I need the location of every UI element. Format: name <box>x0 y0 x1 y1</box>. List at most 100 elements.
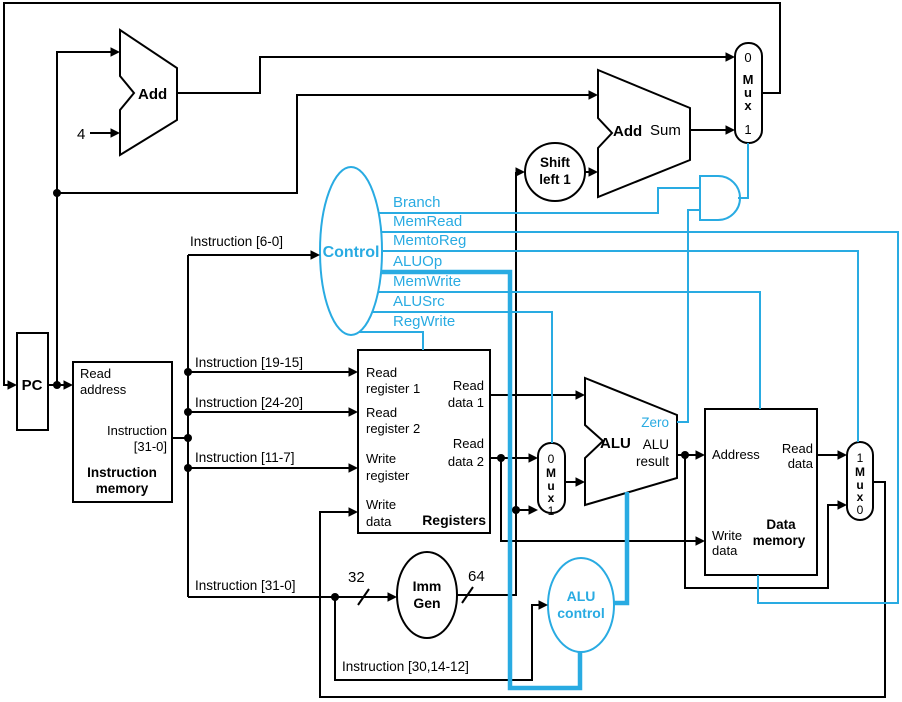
dmem-write-data: Write <box>712 528 742 543</box>
arrowhead <box>528 505 538 515</box>
signal-memread: MemRead <box>393 213 462 230</box>
signal-memtoreg: MemtoReg <box>393 232 466 249</box>
pc-mux-m: M <box>743 72 754 87</box>
arrowhead <box>348 507 358 517</box>
reg-rd1: data 1 <box>448 395 484 410</box>
reg-wd: data <box>366 514 392 529</box>
dmem-title: memory <box>753 533 806 548</box>
regwrite-wire <box>359 331 424 350</box>
field-31-0: Instruction [31-0] <box>195 578 296 593</box>
bus-width-slash-64 <box>461 586 474 604</box>
field-30-14-12: Instruction [30,14-12] <box>342 659 469 674</box>
dmem-read-data: data <box>788 456 814 471</box>
reg-rr1: Read <box>366 365 397 380</box>
branch-wire <box>378 187 700 214</box>
width-32: 32 <box>348 569 365 586</box>
wires-black <box>3 2 886 698</box>
signal-aluop: ALUOp <box>393 253 442 270</box>
arrowhead <box>110 128 120 138</box>
const4-label: 4 <box>77 126 85 143</box>
signal-memwrite: MemWrite <box>393 273 461 290</box>
imem-output: [31-0] <box>134 439 167 454</box>
alu-mux-m: M <box>546 466 556 480</box>
pc-label: PC <box>22 377 43 394</box>
reg-rr1: register 1 <box>366 381 420 396</box>
wb-mux-0: 0 <box>857 503 864 517</box>
alu-mux-u: u <box>547 479 554 493</box>
arrowhead <box>575 390 585 400</box>
shift-left-label: left 1 <box>539 172 571 187</box>
zero-wire <box>677 209 700 423</box>
memtoreg-wire <box>382 250 859 442</box>
alu-control-label: control <box>557 605 604 621</box>
arrowhead <box>837 450 847 460</box>
arrowhead <box>310 250 320 260</box>
registers-title: Registers <box>422 512 486 528</box>
pc-mux-u: u <box>744 85 752 100</box>
arrowhead <box>837 500 847 510</box>
arrowhead <box>528 453 538 463</box>
alu-mux-1: 1 <box>548 504 555 518</box>
and-gate <box>699 175 741 221</box>
arrowhead <box>725 52 735 62</box>
signal-branch: Branch <box>393 194 441 211</box>
alu-mux-x: x <box>548 491 555 505</box>
arrowhead <box>348 407 358 417</box>
arrowhead <box>515 167 525 177</box>
reg-wr: Write <box>366 451 396 466</box>
dmem-write-data: data <box>712 543 738 558</box>
imem-title: memory <box>96 481 149 496</box>
arrowhead <box>588 167 598 177</box>
reg-rr2: Read <box>366 405 397 420</box>
aluop-wire <box>381 269 583 691</box>
alu-zero-label: Zero <box>641 415 669 430</box>
pc-mux-x: x <box>744 98 752 113</box>
field-19-15: Instruction [19-15] <box>195 355 303 370</box>
field-11-7: Instruction [11-7] <box>195 450 295 465</box>
width-64: 64 <box>468 568 485 585</box>
reg-rd1: Read <box>453 378 484 393</box>
alu-mux-0: 0 <box>548 452 555 466</box>
memwrite-wire <box>378 291 761 409</box>
dmem-address: Address <box>712 447 760 462</box>
arrowheads <box>7 47 847 610</box>
field-24-20: Instruction [24-20] <box>195 395 303 410</box>
imem-output: Instruction <box>107 423 167 438</box>
wb-mux-m: M <box>855 465 865 479</box>
signal-alusrc: ALUSrc <box>393 293 445 310</box>
bus-width-slash-32 <box>357 588 370 606</box>
branch-adder <box>597 68 691 199</box>
immgen-label: Gen <box>413 595 440 611</box>
imem-title: Instruction <box>87 465 157 480</box>
field-6-0: Instruction [6-0] <box>190 234 283 249</box>
arrowhead <box>348 367 358 377</box>
dmem-title: Data <box>766 517 796 532</box>
imem-read-address: address <box>80 382 127 397</box>
reg-wd: Write <box>366 497 396 512</box>
and-output-wire <box>738 143 749 199</box>
sum-label: Sum <box>650 122 681 139</box>
signal-regwrite: RegWrite <box>393 313 455 330</box>
reg-rd2: data 2 <box>448 454 484 469</box>
pc-mux-1: 1 <box>744 122 751 137</box>
alu-unit <box>584 376 678 507</box>
arrowhead <box>348 463 358 473</box>
memread-wire <box>381 231 899 604</box>
arrowhead <box>7 380 17 390</box>
arrowhead <box>538 600 548 610</box>
control-title: Control <box>323 244 380 261</box>
wb-mux-u: u <box>856 478 863 492</box>
shift-left-label: Shift <box>540 155 570 170</box>
alu-title: ALU <box>600 435 631 452</box>
alusrc-wire <box>372 311 553 443</box>
wb-mux-x: x <box>857 490 864 504</box>
wires-control <box>359 143 899 691</box>
reg-rr2: register 2 <box>366 421 420 436</box>
instruction-memory <box>72 361 173 503</box>
arrowhead <box>695 450 705 460</box>
arrowhead <box>387 592 397 602</box>
labels: PC 4 Add Add Sum Shift left 1 Read addre… <box>22 50 865 674</box>
imem-read-address: Read <box>80 366 111 381</box>
